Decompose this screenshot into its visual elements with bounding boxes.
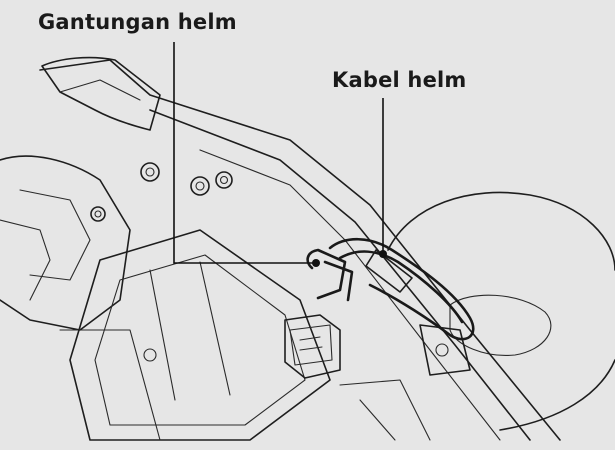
hinge-detail xyxy=(60,80,140,100)
frame-rail-inner xyxy=(150,110,530,440)
bolt-group xyxy=(91,163,232,221)
leader-line-hanger xyxy=(174,42,314,263)
tray-hole xyxy=(144,349,156,361)
lower-panel-lines xyxy=(340,380,430,440)
helmet-cable-loop xyxy=(330,239,473,339)
tray-rib-1 xyxy=(150,270,175,400)
frame-rail-top xyxy=(40,60,560,440)
label-helmet-cable: Kabel helm xyxy=(332,68,467,92)
electrical-connector xyxy=(285,315,340,378)
helmet-visor xyxy=(450,295,551,355)
helmet-hanger-hook xyxy=(308,250,352,300)
helmet-outline-lower xyxy=(500,360,615,430)
leader-dot-cable xyxy=(379,250,387,258)
right-bracket-bolt xyxy=(436,344,448,356)
seat-hinge-bracket xyxy=(42,58,160,130)
helmet-outline xyxy=(388,192,615,270)
left-panel-detail xyxy=(20,190,90,280)
left-panel-edge xyxy=(0,220,50,300)
leader-dot-hanger xyxy=(312,259,320,267)
left-body-panel xyxy=(0,156,130,330)
label-helmet-hanger: Gantungan helm xyxy=(38,10,237,34)
tray-rib-2 xyxy=(200,262,230,395)
